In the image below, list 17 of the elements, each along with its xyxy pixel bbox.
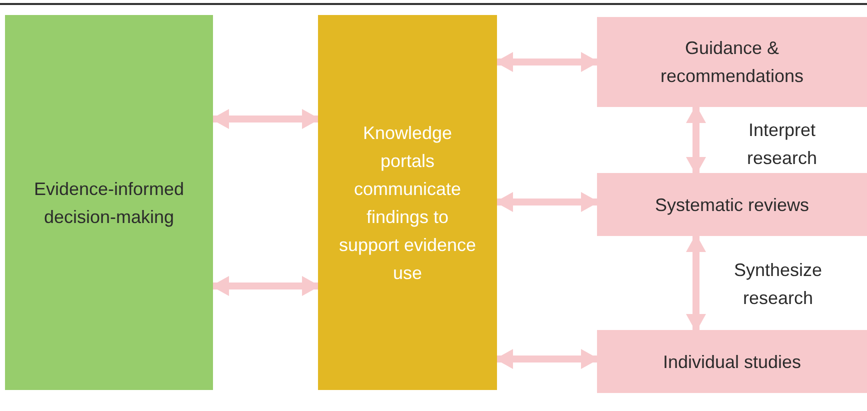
- guidance-box: [597, 17, 867, 107]
- double-arrow: [495, 192, 599, 212]
- box-text: Knowledge portals communicate findings to support evidence use: [338, 122, 478, 284]
- systematic-reviews-box: [597, 173, 867, 236]
- box-text: Individual studies: [662, 350, 802, 374]
- box-text: Systematic reviews: [654, 194, 810, 217]
- individual-studies-box: [597, 330, 867, 393]
- double-arrow: [686, 105, 706, 175]
- double-arrow: [495, 349, 599, 369]
- double-arrow: [686, 234, 706, 332]
- double-arrow: [211, 109, 320, 129]
- decision-making-box: [5, 15, 213, 390]
- box-text: Guidance & recommendations: [659, 37, 805, 88]
- box-text: Evidence-informed decision-making: [32, 178, 186, 229]
- knowledge-portals-box: [318, 15, 497, 390]
- double-arrow: [495, 52, 599, 72]
- double-arrow: [211, 276, 320, 296]
